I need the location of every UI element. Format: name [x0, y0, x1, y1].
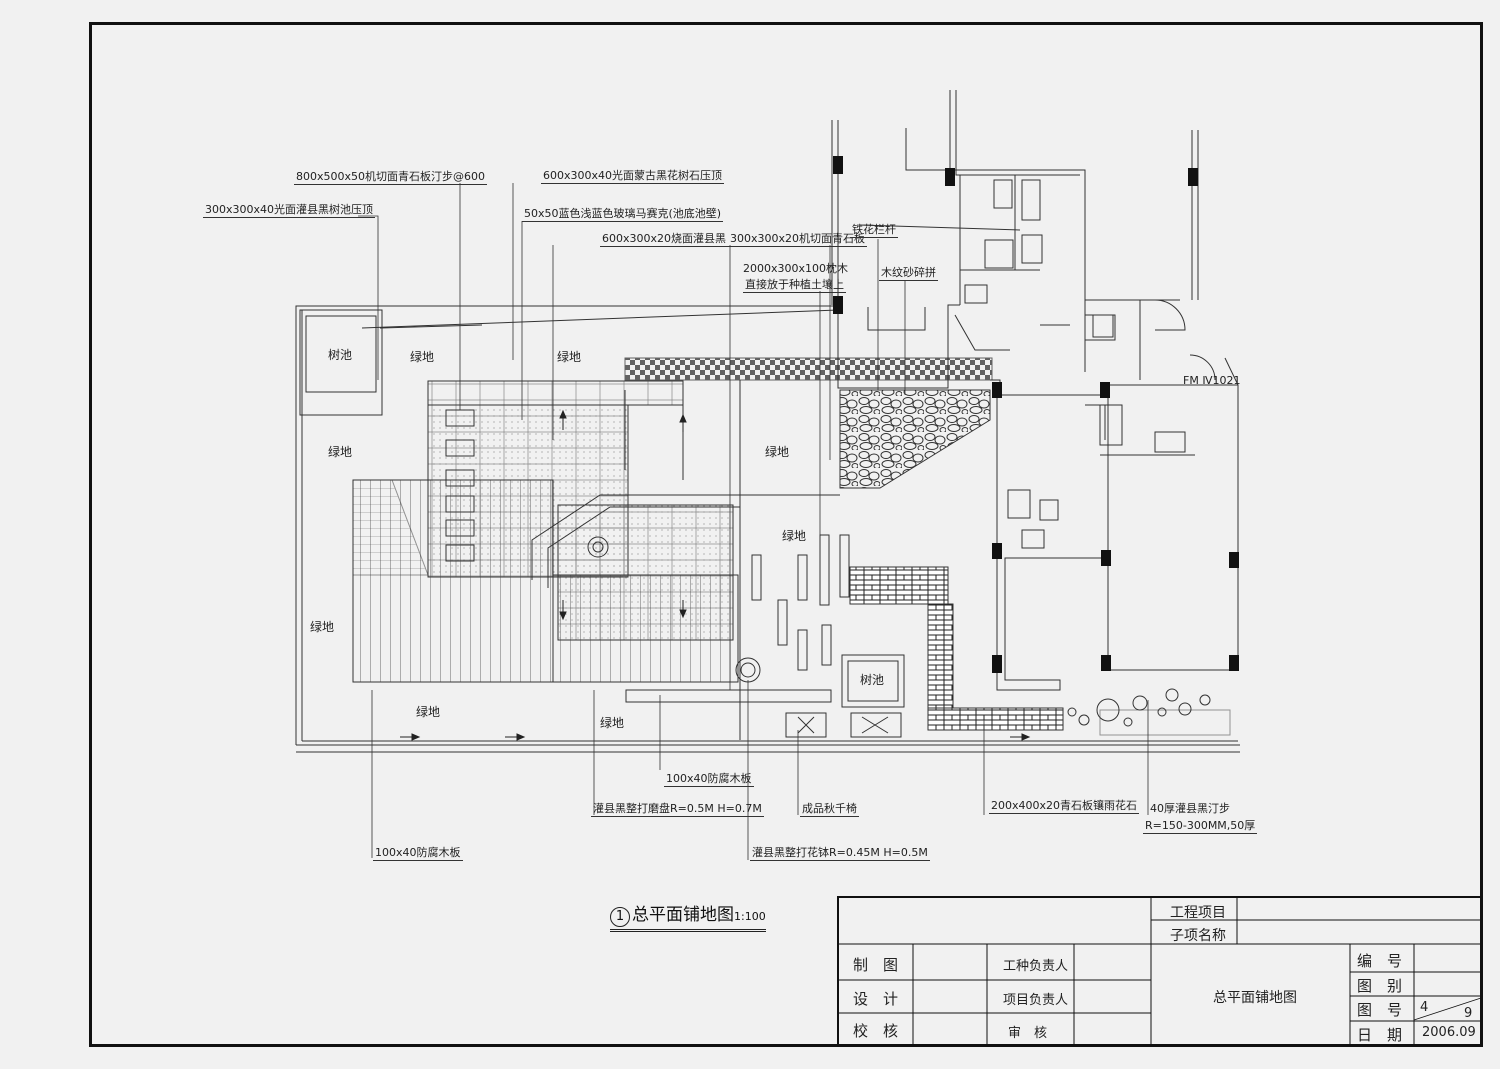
label-stepping: 800x500x50机切面青石板汀步@600	[294, 170, 488, 185]
tb-sheet-value: 4	[1420, 1000, 1429, 1015]
zone-green-6: 绿地	[310, 620, 335, 634]
tb-design: 设 计	[853, 990, 899, 1008]
zone-green-7: 绿地	[416, 705, 441, 719]
tb-project: 工程项目	[1170, 905, 1226, 921]
frame-gap	[86, 400, 89, 536]
label-bluestone-inlay: 200x400x20青石板镶雨花石	[989, 799, 1140, 814]
label-mosaic: 50x50蓝色浅蓝色玻璃马赛克(池底池壁)	[522, 207, 724, 222]
label-sleeper-2: 直接放于种植土壤上	[743, 278, 846, 293]
tb-date-label: 日 期	[1357, 1026, 1403, 1044]
drawing-frame	[89, 22, 1483, 1047]
zone-green-4: 绿地	[765, 445, 790, 459]
zone-green-8: 绿地	[600, 716, 625, 730]
tb-sub-project: 子项名称	[1170, 928, 1226, 944]
tb-date-value: 2006.09	[1422, 1025, 1476, 1040]
label-sleeper: 2000x300x100枕木	[743, 262, 849, 275]
label-tree-pool-cap: 600x300x40光面蒙古黑花树石压顶	[541, 169, 725, 184]
label-step-stone-2: R=150-300MM,50厚	[1143, 819, 1258, 834]
label-door-code: FM Ⅳ1021	[1183, 374, 1241, 387]
tb-trade-lead: 工种负责人	[1003, 959, 1069, 974]
label-railing: 铁花栏杆	[850, 223, 898, 238]
label-swing: 成品秋千椅	[800, 802, 859, 817]
label-wood-gravel: 木纹砂碎拼	[879, 266, 938, 281]
zone-green-5: 绿地	[782, 529, 807, 543]
label-bluestone: 300x300x20机切面青石板	[728, 232, 868, 247]
tb-sheet-total: 9	[1464, 1006, 1473, 1021]
label-pressing-top: 300x300x40光面灌县黑树池压顶	[203, 203, 376, 218]
tb-drawing-name: 总平面铺地图	[1213, 990, 1297, 1006]
tb-category: 图 别	[1357, 977, 1403, 995]
label-wood-board-2: 100x40防腐木板	[373, 846, 463, 861]
tb-check: 校 核	[853, 1022, 899, 1040]
tb-review: 审 核	[1008, 1026, 1048, 1041]
zone-green-1: 绿地	[410, 350, 435, 364]
label-millstone: 灌县黑整打磨盘R=0.5M H=0.7M	[591, 802, 764, 817]
drawing-title-text: 总平面铺地图	[632, 905, 734, 925]
tb-drawn: 制 图	[853, 956, 899, 974]
drawing-scale: 1:100	[734, 910, 766, 923]
label-wood-board-1: 100x40防腐木板	[664, 772, 754, 787]
label-flower-bowl: 灌县黑整打花钵R=0.45M H=0.5M	[750, 846, 930, 861]
zone-green-3: 绿地	[328, 445, 353, 459]
zone-green-2: 绿地	[557, 350, 582, 364]
label-step-stone: 40厚灌县黑汀步	[1150, 802, 1230, 815]
label-burnt: 600x300x20烧面灌县黑	[600, 232, 729, 247]
zone-tree-pool-1: 树池	[328, 348, 353, 362]
zone-tree-pool-2: 树池	[860, 673, 885, 687]
drawing-number: 1	[610, 907, 630, 927]
tb-project-lead: 项目负责人	[1003, 993, 1069, 1008]
tb-code: 编 号	[1357, 952, 1403, 970]
tb-sheet-no: 图 号	[1357, 1001, 1403, 1019]
